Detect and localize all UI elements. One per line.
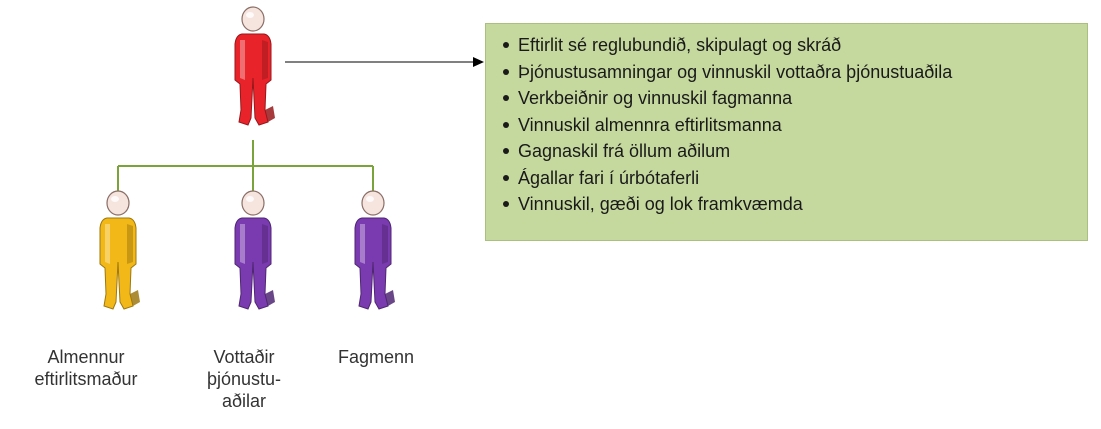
responsibility-item: Vinnuskil, gæði og lok framkvæmda (500, 191, 1087, 218)
responsibility-item: Eftirlit sé reglubundið, skipulagt og sk… (500, 32, 1087, 59)
figures (99, 6, 395, 310)
responsibilities-list: Eftirlit sé reglubundið, skipulagt og sk… (500, 32, 1087, 218)
label-fagmenn: Fagmenn (337, 347, 415, 367)
figure-fagmenn (354, 190, 395, 310)
responsibility-item: Gagnaskil frá öllum aðilum (500, 138, 1087, 165)
responsibilities-box: Eftirlit sé reglubundið, skipulagt og sk… (485, 23, 1088, 241)
figure-vottadir-thjonustuadilar (234, 190, 275, 310)
org-connectors (117, 140, 374, 195)
figure-almennur-eftirlitsmadur (99, 190, 140, 310)
arrow-to-box (285, 57, 484, 67)
manager-figure (234, 6, 275, 126)
label-almennur-eftirlitsmadur: Almennur eftirlitsmaður (34, 347, 138, 389)
label-vottadir-thjonustuadilar: Vottaðir þjónustu- aðilar (206, 347, 282, 411)
responsibility-item: Vinnuskil almennra eftirlitsmanna (500, 112, 1087, 139)
responsibility-item: Verkbeiðnir og vinnuskil fagmanna (500, 85, 1087, 112)
responsibility-item: Þjónustusamningar og vinnuskil vottaðra … (500, 59, 1087, 86)
responsibility-item: Ágallar fari í úrbótaferli (500, 165, 1087, 192)
